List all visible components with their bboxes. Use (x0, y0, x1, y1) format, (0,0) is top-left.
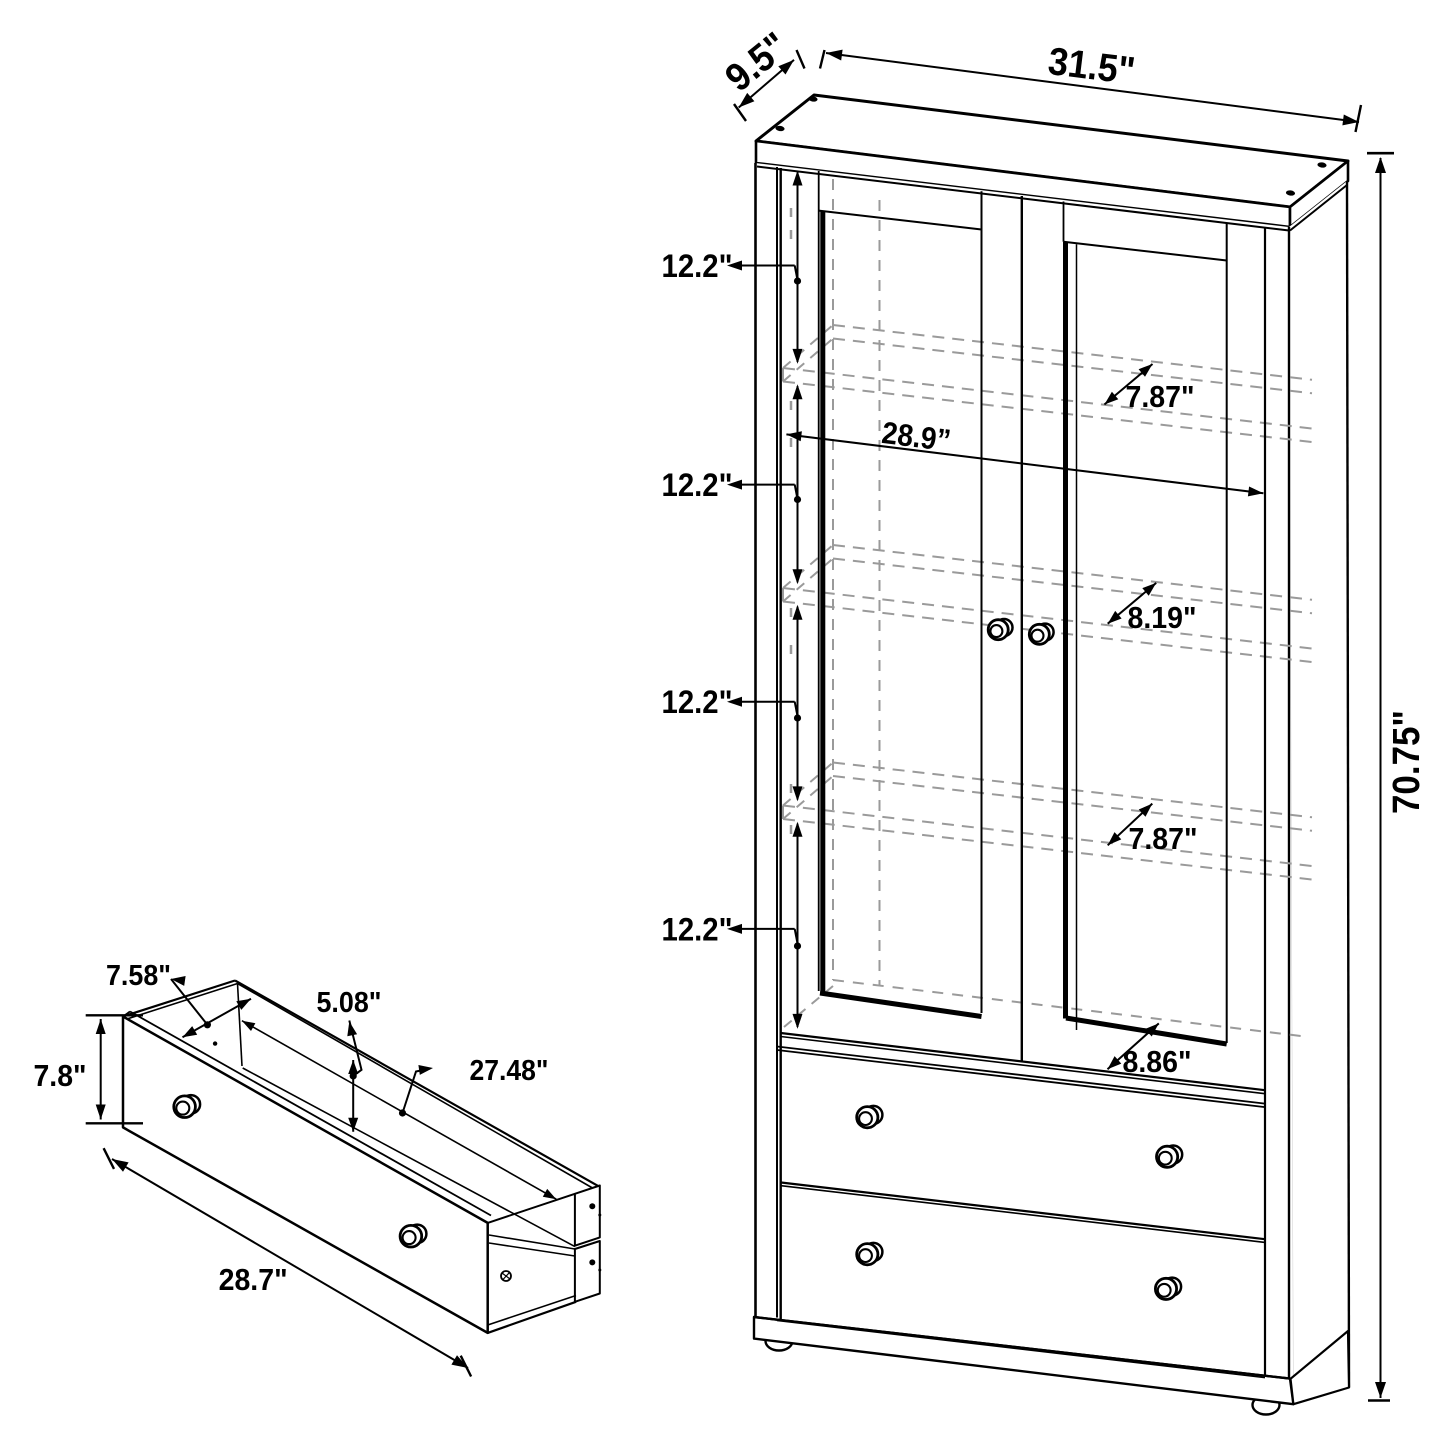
svg-text:12.2": 12.2" (662, 911, 733, 947)
svg-text:12.2": 12.2" (662, 684, 733, 720)
svg-text:8.19": 8.19" (1128, 600, 1197, 635)
svg-text:12.2": 12.2" (662, 467, 733, 503)
svg-text:70.75": 70.75" (1386, 710, 1428, 814)
svg-text:8.86": 8.86" (1123, 1044, 1192, 1079)
svg-text:28.9”: 28.9” (880, 415, 953, 458)
svg-text:7.8": 7.8" (34, 1058, 87, 1093)
svg-text:27.48": 27.48" (470, 1055, 549, 1087)
svg-text:28.7": 28.7" (219, 1262, 288, 1297)
svg-text:12.2": 12.2" (662, 248, 733, 284)
svg-text:5.08": 5.08" (317, 987, 382, 1019)
svg-text:7.58": 7.58" (106, 960, 171, 992)
svg-text:7.87": 7.87" (1126, 379, 1195, 414)
svg-text:31.5": 31.5" (1046, 40, 1138, 93)
svg-text:7.87": 7.87" (1129, 821, 1198, 856)
